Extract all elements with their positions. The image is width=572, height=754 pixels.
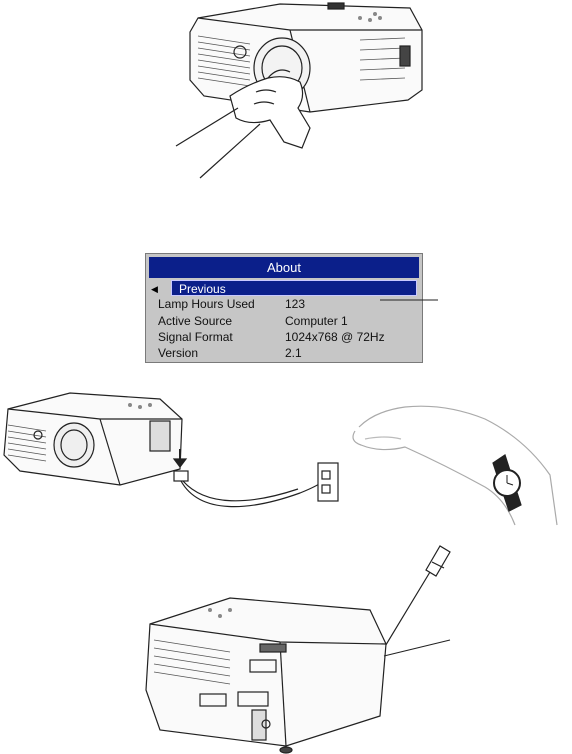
hand-watch-illustration	[352, 405, 558, 526]
projector-power-cord-illustration	[3, 392, 339, 508]
row-label: Active Source	[158, 314, 233, 328]
screwdriver-lamp-door-illustration	[145, 545, 451, 754]
back-arrow-icon[interactable]: ◀	[151, 284, 158, 294]
row-label: Version	[158, 346, 199, 360]
callout-line	[380, 299, 438, 301]
row-value: 123	[285, 297, 306, 311]
row-value: 1024x768 @ 72Hz	[285, 330, 385, 344]
menu-title: About	[149, 257, 419, 278]
about-menu: About ◀ Previous Lamp Hours Used 123 Act…	[145, 253, 423, 363]
menu-row-signal-format: Signal Format 1024x768 @ 72Hz	[158, 329, 420, 345]
row-value: Computer 1	[285, 314, 348, 328]
menu-row-version: Version 2.1	[158, 345, 420, 361]
menu-row-active-source: Active Source Computer 1	[158, 313, 420, 329]
previous-button[interactable]: Previous	[171, 280, 417, 296]
menu-row-lamp-hours: Lamp Hours Used 123	[158, 296, 420, 312]
lens-cleaning-illustration	[175, 2, 423, 179]
row-label: Signal Format	[158, 330, 233, 344]
row-value: 2.1	[285, 346, 302, 360]
row-label: Lamp Hours Used	[158, 297, 255, 311]
